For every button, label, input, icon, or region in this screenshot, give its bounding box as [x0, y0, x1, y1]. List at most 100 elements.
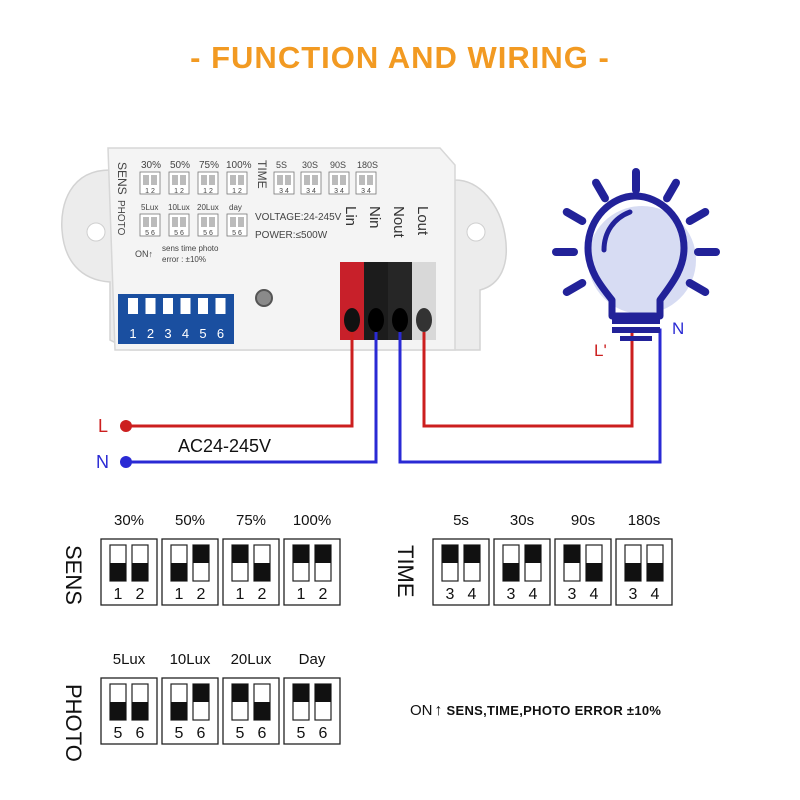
switch-knob-on	[315, 684, 331, 702]
module-photo-label: PHOTO	[115, 200, 126, 236]
mini-slot	[209, 217, 215, 227]
mini-switch-pins: 5 6	[174, 230, 184, 237]
switch-pin-number: 5	[175, 725, 184, 742]
switch-pin-number: 5	[297, 725, 306, 742]
terminal-screw-nout	[392, 308, 408, 332]
dip-switch-lever[interactable]	[163, 298, 173, 314]
bulb-base-2	[612, 327, 660, 333]
switch-knob-on	[293, 684, 309, 702]
switch-pin-number: 5	[114, 725, 123, 742]
switch-knob-on	[293, 545, 309, 563]
switch-knob-off	[586, 563, 602, 581]
switch-knob-off	[110, 702, 126, 720]
dip-switch-lever[interactable]	[215, 298, 226, 314]
mini-switch-pins: 1 2	[145, 188, 155, 195]
bulb-ray	[685, 279, 710, 296]
mini-slot	[151, 217, 157, 227]
bulb-reflection	[601, 209, 633, 253]
live-output-wire	[422, 330, 634, 428]
live-input-wire	[126, 332, 354, 428]
dip-switch-lever[interactable]	[180, 298, 191, 314]
mini-switch-pins: 5 6	[203, 230, 213, 237]
mini-slot	[209, 175, 215, 185]
switch-pin-number: 5	[236, 725, 245, 742]
switch-pin-number: 2	[136, 586, 145, 603]
switch-pin-number: 6	[136, 725, 145, 742]
module-level-label: 180S	[357, 160, 378, 170]
switch-box	[222, 677, 280, 745]
mini-slot	[340, 175, 346, 185]
switch-pin-number: 1	[297, 586, 306, 603]
switch-knob-off	[503, 563, 519, 581]
legend-option-label: 90s	[571, 512, 595, 529]
module-power: POWER:≤500W	[255, 230, 328, 241]
module-level-label: 30%	[141, 160, 161, 171]
switch-pin-number: 6	[258, 725, 267, 742]
dip-switch-lever[interactable]	[198, 298, 208, 314]
dip-switch-lever[interactable]	[145, 298, 156, 314]
dip-switch-lever[interactable]	[128, 298, 138, 314]
mounting-hole-right	[466, 222, 486, 242]
mini-slot	[332, 175, 338, 185]
bulb-outline	[584, 192, 688, 320]
switch-pin-number: 2	[197, 586, 206, 603]
switch-pin-number: 4	[529, 586, 538, 603]
switch-knob-off	[171, 702, 187, 720]
supply-voltage: AC24-245V	[178, 436, 271, 456]
legend-option-label: 30%	[114, 512, 144, 529]
lamp-live-label: L'	[594, 341, 607, 360]
switch-pin-number: 6	[197, 725, 206, 742]
switch-knob-on	[564, 545, 580, 563]
mini-slot	[151, 175, 157, 185]
switch-knob-on	[193, 545, 209, 563]
legend-group-label: TIME	[393, 545, 418, 598]
module-level-label: 75%	[199, 160, 219, 171]
mini-slot	[172, 217, 178, 227]
switch-box	[161, 677, 219, 745]
switch-box	[161, 538, 219, 606]
mini-slot	[312, 175, 318, 185]
mini-switch-pins: 3 4	[279, 188, 289, 195]
switch-box	[283, 677, 341, 745]
dip-switch-number: 6	[217, 326, 224, 341]
bulb-ray	[562, 279, 587, 296]
neutral-label: N	[96, 452, 109, 472]
legend-option-label: 180s	[628, 512, 661, 529]
switch-box	[222, 538, 280, 606]
mini-slot	[172, 175, 178, 185]
mini-switch-pins: 5 6	[145, 230, 155, 237]
module-time-label: TIME	[255, 160, 269, 189]
terminal-screw-lout	[416, 308, 432, 332]
switch-pin-number: 3	[568, 586, 577, 603]
switch-knob-off	[132, 702, 148, 720]
terminal-label: Nout	[390, 206, 407, 239]
mini-slot	[238, 175, 244, 185]
up-arrow-icon: ↑	[434, 702, 443, 719]
switch-pin-number: 1	[175, 586, 184, 603]
mini-slot	[230, 175, 236, 185]
switch-knob-on	[315, 545, 331, 563]
module-on-label: ON↑	[135, 249, 153, 259]
switch-knob-on	[464, 545, 480, 563]
switch-pin-number: 4	[651, 586, 660, 603]
bulb-ray	[562, 208, 587, 225]
mini-slot	[201, 217, 207, 227]
dip-switch-number: 4	[182, 326, 189, 341]
dip-switch-number: 2	[147, 326, 154, 341]
mini-switch-pins: 3 4	[306, 188, 316, 195]
neutral-input-wire	[126, 332, 378, 464]
mini-slot	[359, 175, 365, 185]
terminal-screw-nin	[368, 308, 384, 332]
switch-pin-number: 2	[258, 586, 267, 603]
legend-option-label: Day	[299, 651, 326, 668]
dip-switch-number: 3	[164, 326, 171, 341]
dip-switch-number: 5	[199, 326, 206, 341]
terminal-label: Nin	[366, 206, 383, 229]
